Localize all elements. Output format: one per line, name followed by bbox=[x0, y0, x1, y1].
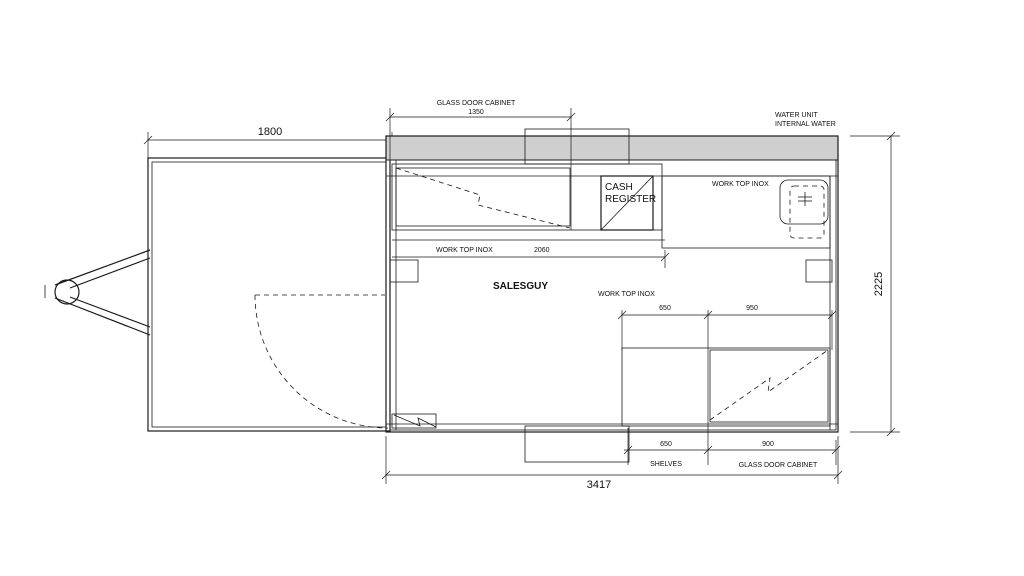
worktop-right-label: WORK TOP INOX bbox=[712, 181, 769, 188]
dimension-trailer-length: 1800 bbox=[143, 126, 397, 158]
glass-cabinet-top-dim: 1350 bbox=[468, 109, 484, 116]
dimension-worktop-left: WORK TOP INOX 2060 bbox=[392, 247, 670, 268]
dimension-bottom-units-top: 650 950 bbox=[617, 305, 837, 465]
water-unit-label-1: WATER UNIT bbox=[775, 112, 818, 119]
post-left bbox=[389, 259, 419, 283]
dim-650-bottom: 650 bbox=[660, 441, 672, 448]
door-swing bbox=[254, 294, 389, 429]
cash-register-label-2: REGISTER bbox=[605, 194, 656, 205]
worktop-left-dim: 2060 bbox=[534, 247, 550, 254]
water-unit-label-2: INTERNAL WATER bbox=[775, 121, 836, 128]
glass-cabinet-top-label: GLASS DOOR CABINET bbox=[437, 100, 516, 107]
cash-register: CASH REGISTER bbox=[600, 175, 656, 231]
entrance-step bbox=[391, 413, 437, 429]
dim-950-top: 950 bbox=[746, 305, 758, 312]
bottom-overhang bbox=[524, 425, 630, 463]
bottom-counter bbox=[621, 347, 831, 427]
worktop-left-label: WORK TOP INOX bbox=[436, 247, 493, 254]
sink bbox=[779, 179, 829, 225]
salesguy-label: SALESGUY bbox=[493, 281, 548, 292]
dim-650-top: 650 bbox=[659, 305, 671, 312]
trailer-length-label: 1800 bbox=[258, 126, 282, 138]
cash-register-label-1: CASH bbox=[605, 182, 633, 193]
dimension-total-width: 3417 bbox=[381, 436, 843, 491]
shelves-label: SHELVES bbox=[650, 461, 682, 468]
tow-hitch bbox=[44, 249, 151, 336]
cabin-walls bbox=[385, 135, 839, 433]
dimension-glass-cabinet-top: GLASS DOOR CABINET 1350 bbox=[385, 100, 576, 230]
total-width-label: 3417 bbox=[587, 479, 611, 491]
hitch-ball bbox=[54, 279, 80, 305]
glass-cabinet-bottom-label: GLASS DOOR CABINET bbox=[739, 462, 818, 469]
dim-900-bottom: 900 bbox=[762, 441, 774, 448]
right-counter: WORK TOP INOX bbox=[661, 175, 831, 249]
post-right bbox=[805, 259, 833, 283]
roof-strip bbox=[385, 135, 839, 161]
dimension-total-depth: 2225 bbox=[850, 131, 900, 437]
left-counter bbox=[391, 163, 665, 241]
trailer-deck bbox=[147, 157, 391, 432]
dimension-bottom-units-bottom: 650 900 SHELVES GLASS DOOR CABINET bbox=[623, 428, 841, 469]
total-depth-label: 2225 bbox=[873, 272, 885, 296]
worktop-mid-label: WORK TOP INOX bbox=[598, 291, 655, 298]
